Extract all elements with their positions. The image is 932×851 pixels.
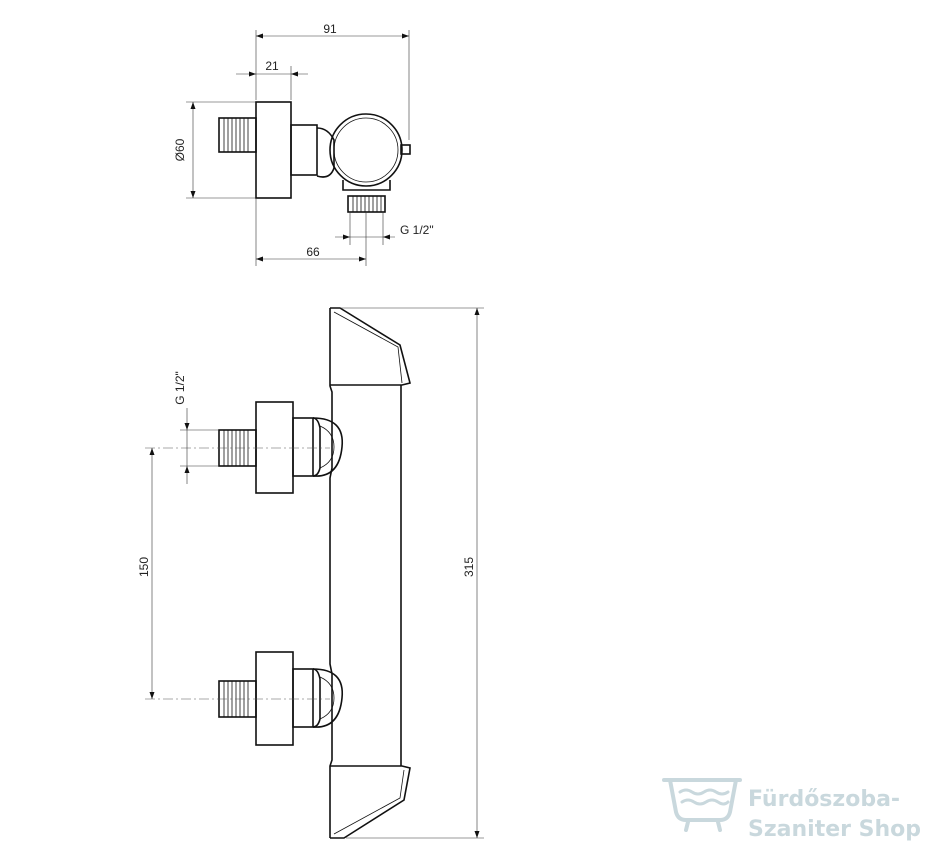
front-lower-inlet (218, 651, 344, 746)
top-inlet-thread (218, 117, 257, 153)
front-bottom-cap (330, 765, 411, 839)
dimension-flange-diameter: Ø60 (173, 101, 256, 199)
watermark: Fürdőszoba- Szaniter Shop (662, 778, 921, 842)
front-main-body (329, 307, 411, 839)
top-valve-body (329, 113, 403, 187)
dimension-inlet-thread: G 1/2" (173, 371, 219, 484)
front-upper-inlet (218, 401, 344, 494)
watermark-line1: Fürdőszoba- (748, 787, 900, 812)
dimension-body-length: 315 (340, 307, 484, 839)
front-view: G 1/2" 150 315 (137, 307, 484, 839)
dim-label-91: 91 (323, 22, 337, 36)
top-flange (255, 101, 292, 199)
top-outlet-neck (342, 180, 391, 191)
dim-label-inlet-thread: G 1/2" (173, 371, 187, 405)
dimension-inlet-spacing: 150 (137, 448, 155, 699)
top-elbow (316, 127, 335, 178)
top-outlet-thread-hatch (352, 196, 382, 212)
top-valve-body-inner (333, 117, 399, 183)
top-view: 91 21 Ø60 (173, 22, 434, 266)
dim-label-315: 315 (462, 557, 476, 577)
top-handle-pin (400, 144, 411, 155)
dim-label-outlet-thread: G 1/2" (400, 223, 434, 237)
dimension-outlet-thread: G 1/2" (335, 212, 434, 245)
dim-label-66: 66 (306, 245, 320, 259)
dimension-overall-width: 91 (255, 22, 410, 140)
top-outlet-thread (347, 195, 386, 213)
top-nut (290, 124, 318, 176)
dimension-outlet-offset: 66 (255, 198, 367, 266)
dimension-flange-depth: 21 (236, 59, 308, 100)
front-top-cap (330, 307, 411, 386)
top-inlet-thread-hatch (223, 118, 249, 152)
bathtub-logo-icon (662, 778, 742, 832)
watermark-line2: Szaniter Shop (748, 817, 921, 842)
dim-label-diameter-60: Ø60 (173, 138, 187, 161)
dim-label-150: 150 (137, 557, 151, 577)
dim-label-21: 21 (265, 59, 279, 73)
